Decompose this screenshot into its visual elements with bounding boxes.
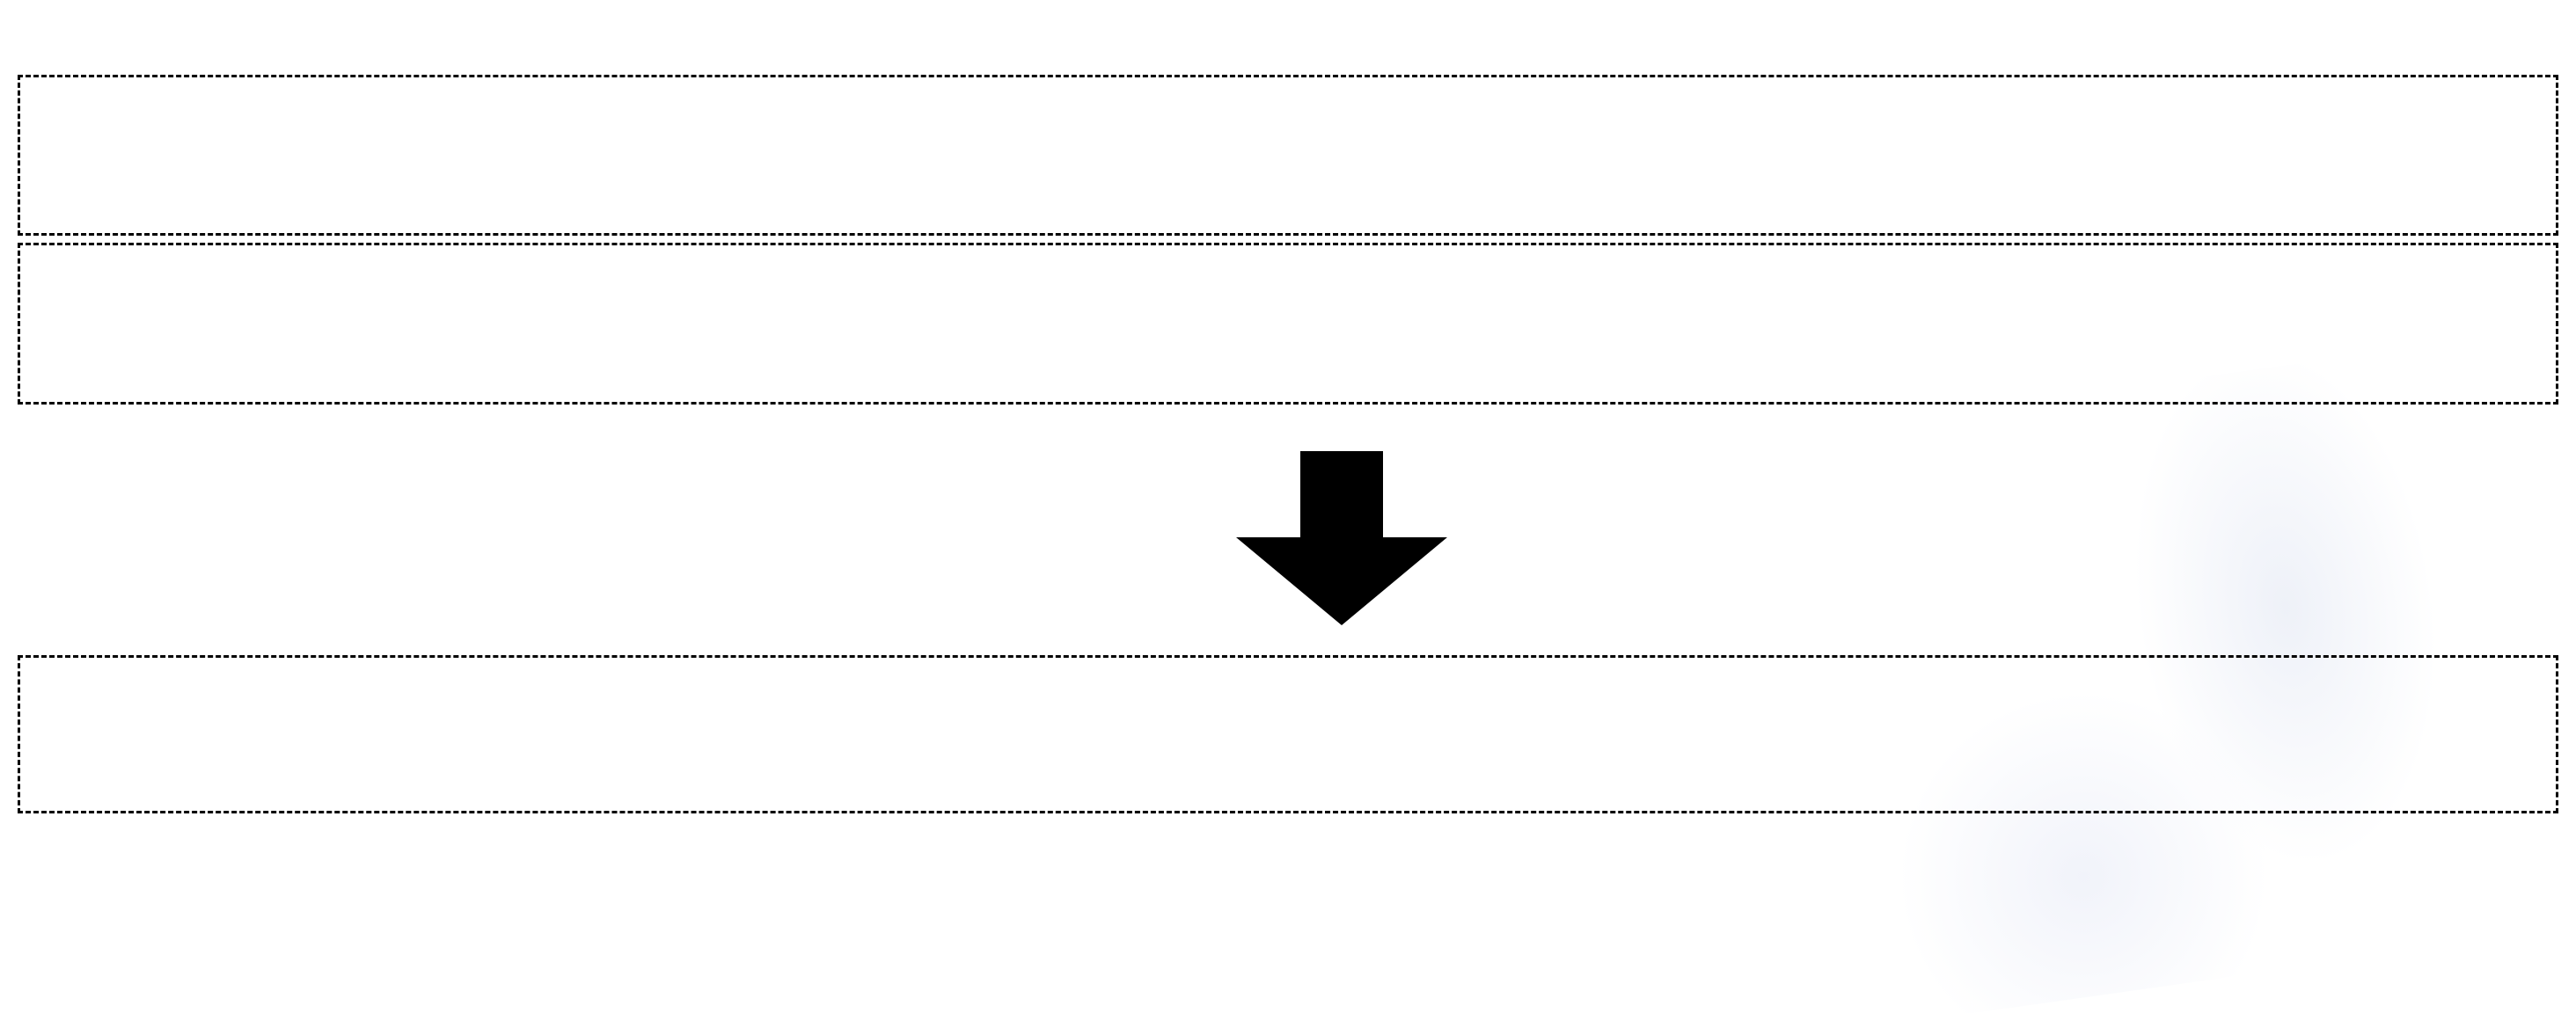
lane-stream0-bottom	[18, 655, 2558, 813]
diagram-stage	[18, 75, 2558, 813]
lane-stream0-top	[18, 75, 2558, 236]
lane-stream1-top	[18, 243, 2558, 405]
transition-arrow	[1223, 451, 1460, 627]
